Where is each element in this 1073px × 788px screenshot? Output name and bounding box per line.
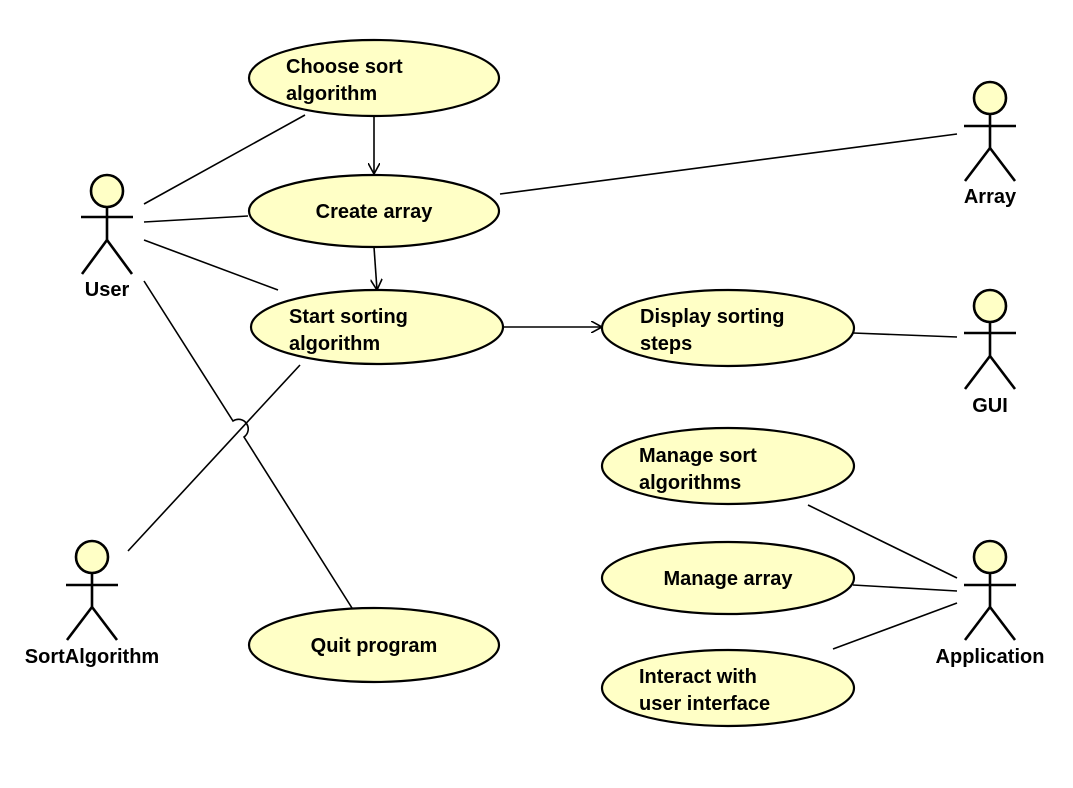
actor-label: SortAlgorithm <box>25 646 159 668</box>
actor-gui[interactable]: GUI <box>963 288 1017 417</box>
usecase-label-line-2: user interface <box>639 693 770 715</box>
usecase-label-line-1: Manage sort <box>639 445 757 467</box>
usecase-label-line-1: Start sorting <box>289 306 408 328</box>
dependency-create-to-start <box>374 246 377 290</box>
actor-head-icon <box>972 288 1008 324</box>
usecase-label: Create array <box>316 201 434 223</box>
association-interact-ui-application <box>832 602 958 650</box>
actor-head-icon <box>74 539 110 575</box>
usecase-display-sorting-steps[interactable]: Display sorting steps <box>600 288 856 368</box>
usecase-start-sorting-algorithm[interactable]: Start sorting algorithm <box>249 288 505 366</box>
usecase-label: Quit program <box>311 635 438 657</box>
association-user-choose-sort <box>143 114 306 205</box>
association-user-create-array <box>143 215 249 223</box>
usecase-label-line-2: algorithms <box>639 472 741 494</box>
actor-head-icon <box>972 539 1008 575</box>
usecase-label-line-1: Interact with <box>639 666 757 688</box>
actor-label: GUI <box>972 395 1008 417</box>
actor-label: Application <box>936 646 1045 668</box>
association-manage-sort-application <box>807 504 958 579</box>
association-create-array-array <box>499 133 958 195</box>
usecase-manage-sort-algorithms[interactable]: Manage sort algorithms <box>600 426 856 506</box>
actor-label: User <box>85 279 130 301</box>
actor-application[interactable]: Application <box>936 539 1045 668</box>
actor-label: Array <box>964 186 1017 208</box>
usecase-choose-sort-algorithm[interactable]: Choose sort algorithm <box>247 38 501 118</box>
usecase-manage-array[interactable]: Manage array <box>600 540 856 616</box>
usecase-interact-with-user-interface[interactable]: Interact with user interface <box>600 648 856 728</box>
usecase-label-line-1: Choose sort <box>286 56 403 78</box>
usecase-label-line-2: steps <box>640 333 692 355</box>
actor-array[interactable]: Array <box>964 80 1017 208</box>
association-sortalgorithm-start-sorting <box>127 364 301 552</box>
association-user-start-sorting <box>143 239 279 291</box>
association-manage-array-application <box>852 584 958 592</box>
usecase-label: Manage array <box>664 568 794 590</box>
usecase-label-line-1: Display sorting <box>640 306 784 328</box>
association-display-steps-gui <box>852 332 958 338</box>
usecase-label-line-2: algorithm <box>286 83 377 105</box>
actor-head-icon <box>89 173 125 209</box>
actor-sortalgorithm[interactable]: SortAlgorithm <box>25 539 159 668</box>
actor-user[interactable]: User <box>80 173 134 301</box>
usecase-create-array[interactable]: Create array <box>247 173 501 249</box>
usecase-label-line-2: algorithm <box>289 333 380 355</box>
actor-head-icon <box>972 80 1008 116</box>
usecase-quit-program[interactable]: Quit program <box>247 606 501 684</box>
